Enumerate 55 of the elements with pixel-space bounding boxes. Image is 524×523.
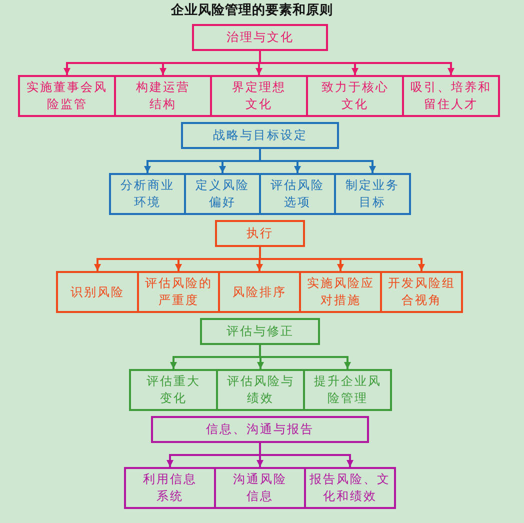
- principle-box: [114, 75, 212, 117]
- principle-label: 提升企业风险管理: [312, 373, 382, 407]
- category-box: [192, 24, 328, 51]
- principle-label: 风险排序: [232, 284, 288, 300]
- principle-label: 定义风险偏好: [194, 177, 250, 211]
- principle-label: 识别风险: [70, 284, 126, 300]
- category-label: 信息、沟通与报告: [206, 421, 314, 438]
- principle-label: 吸引、培养和留住人才: [410, 79, 492, 113]
- category-box: [151, 416, 369, 443]
- principle-box: [124, 467, 216, 509]
- principle-box: [259, 173, 336, 215]
- arrow: [259, 247, 425, 271]
- category-label: 执行: [246, 225, 274, 242]
- diagram-title: 企业风险管理的要素和原则: [171, 3, 333, 19]
- category-box: [200, 318, 320, 345]
- principle-label: 实施风险应对措施: [306, 275, 376, 309]
- principle-box: [303, 369, 392, 411]
- principle-box: [402, 75, 500, 117]
- principle-box: [56, 271, 139, 313]
- principle-label: 分析商业环境: [120, 177, 176, 211]
- principle-box: [137, 271, 220, 313]
- principle-label: 利用信息系统: [142, 471, 198, 505]
- category-label: 战略与目标设定: [212, 127, 308, 144]
- principle-box: [210, 75, 308, 117]
- principle-box: [18, 75, 116, 117]
- category-box: [215, 220, 305, 247]
- principle-box: [306, 75, 404, 117]
- principle-box: [214, 467, 306, 509]
- arrow: [259, 443, 354, 467]
- principle-label: 开发风险组合视角: [386, 275, 456, 309]
- principle-box: [129, 369, 218, 411]
- principle-box: [184, 173, 261, 215]
- principle-label: 评估风险的严重度: [144, 275, 214, 309]
- principle-box: [299, 271, 382, 313]
- principle-label: 评估重大变化: [146, 373, 202, 407]
- arrow: [259, 345, 351, 369]
- principle-box: [218, 271, 301, 313]
- principle-box: [380, 271, 463, 313]
- arrow: [259, 51, 454, 75]
- principle-label: 实施董事会风险监管: [26, 79, 108, 113]
- principle-label: 界定理想文化: [231, 79, 287, 113]
- category-box: [181, 122, 339, 149]
- principle-label: 致力于核心文化: [320, 79, 390, 113]
- principle-label: 报告风险、文化和绩效: [308, 471, 392, 505]
- principle-label: 评估风险与绩效: [226, 373, 296, 407]
- category-label: 评估与修正: [226, 323, 294, 340]
- principle-label: 评估风险选项: [270, 177, 326, 211]
- principle-label: 构建运营结构: [135, 79, 191, 113]
- arrow: [259, 149, 376, 173]
- principle-box: [334, 173, 411, 215]
- category-label: 治理与文化: [226, 29, 294, 46]
- principle-label: 沟通风险信息: [232, 471, 288, 505]
- principle-box: [109, 173, 186, 215]
- principle-box: [216, 369, 305, 411]
- principle-label: 制定业务目标: [344, 177, 400, 211]
